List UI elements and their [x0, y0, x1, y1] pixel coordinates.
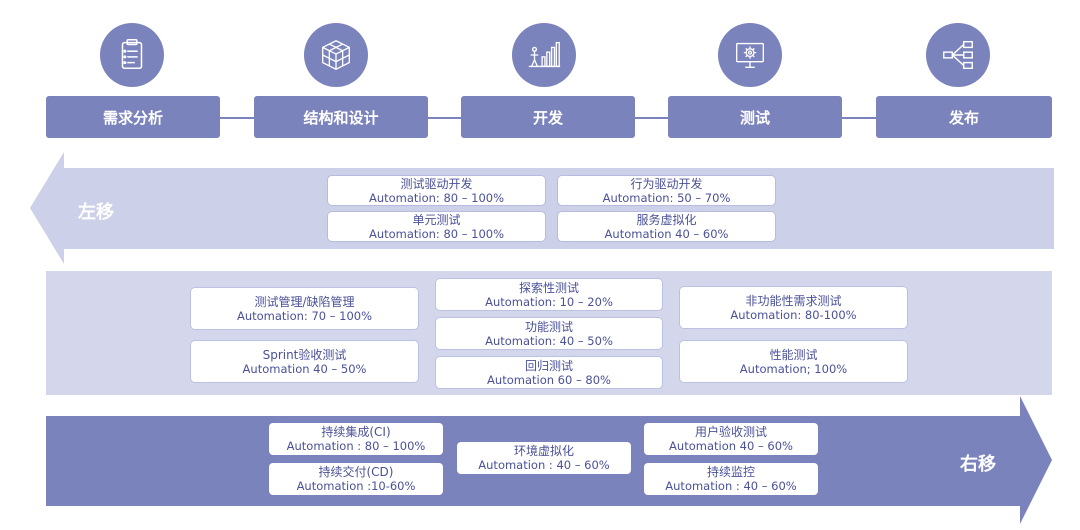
- right-card-uat: 用户验收测试 Automation 40 – 60%: [644, 423, 818, 455]
- mid-card-performance: 性能测试 Automation; 100%: [680, 341, 907, 382]
- card-automation: Automation; 100%: [739, 361, 848, 376]
- card-title: 探索性测试: [518, 280, 579, 295]
- growth-chart-icon: [528, 41, 561, 68]
- card-automation: Automation 40 – 60%: [604, 226, 729, 241]
- card-automation: Automation: 10 – 20%: [485, 294, 613, 309]
- phase-box-5: 发布: [876, 96, 1052, 138]
- card-automation: Automation : 40 – 60%: [478, 458, 610, 472]
- card-automation: Automation 40 – 60%: [669, 439, 793, 453]
- card-title: 持续集成(CI): [321, 425, 391, 439]
- card-title: 测试管理/缺陷管理: [254, 294, 355, 309]
- phase-icon-design: [304, 23, 368, 87]
- shift-left-card-service-virt: 服务虚拟化 Automation 40 – 60%: [558, 212, 775, 241]
- card-automation: Automation: 40 – 50%: [485, 333, 613, 348]
- card-title: Sprint验收测试: [262, 347, 347, 362]
- phase-label: 需求分析: [102, 108, 163, 127]
- phase-label: 发布: [948, 108, 979, 127]
- card-title: 单元测试: [412, 212, 461, 227]
- cube-icon: [322, 40, 350, 70]
- card-automation: Automation 60 – 80%: [487, 372, 611, 387]
- shift-left-card-bdd: 行为驱动开发 Automation: 50 – 70%: [558, 176, 775, 205]
- card-title: 测试驱动开发: [400, 176, 473, 191]
- clipboard-icon: [121, 39, 143, 70]
- mid-card-sprint: Sprint验收测试 Automation 40 – 50%: [191, 341, 418, 382]
- right-card-cd: 持续交付(CD) Automation :10-60%: [269, 463, 443, 495]
- card-title: 行为驱动开发: [630, 176, 703, 191]
- card-title: 用户验收测试: [694, 425, 767, 439]
- mid-card-regression: 回归测试 Automation 60 – 80%: [436, 357, 662, 388]
- card-automation: Automation: 80-100%: [730, 307, 857, 322]
- mid-card-test-mgmt: 测试管理/缺陷管理 Automation: 70 – 100%: [191, 288, 418, 329]
- right-card-monitoring: 持续监控 Automation : 40 – 60%: [644, 463, 818, 495]
- card-automation: Automation: 80 – 100%: [368, 190, 505, 205]
- mid-card-functional: 功能测试 Automation: 40 – 50%: [436, 318, 662, 349]
- shift-left-card-tdd: 测试驱动开发 Automation: 80 – 100%: [328, 176, 545, 205]
- mid-card-exploratory: 探索性测试 Automation: 10 – 20%: [436, 279, 662, 310]
- card-automation: Automation : 80 – 100%: [286, 439, 426, 453]
- phase-label: 结构和设计: [303, 108, 379, 127]
- card-title: 服务虚拟化: [636, 212, 697, 227]
- card-automation: Automation: 80 – 100%: [368, 226, 505, 241]
- phase-icon-testing: [718, 23, 782, 87]
- mid-card-nonfunctional: 非功能性需求测试 Automation: 80-100%: [680, 287, 907, 328]
- shift-left-card-unit: 单元测试 Automation: 80 – 100%: [328, 212, 545, 241]
- share-network-icon: [943, 40, 973, 70]
- card-title: 环境虚拟化: [513, 444, 574, 458]
- card-title: 功能测试: [524, 319, 573, 334]
- card-automation: Automation: 70 – 100%: [236, 308, 373, 323]
- phase-icon-development: [512, 23, 576, 87]
- phase-box-4: 测试: [668, 96, 842, 138]
- card-title: 持续监控: [706, 465, 755, 479]
- shift-left-label: 左移: [78, 202, 114, 223]
- card-automation: Automation 40 – 50%: [242, 361, 367, 376]
- phase-box-2: 结构和设计: [254, 96, 428, 138]
- gear-monitor-icon: [736, 42, 764, 69]
- phase-box-3: 开发: [461, 96, 635, 138]
- phase-icon-requirements: [100, 23, 164, 87]
- shift-left-arrow: [30, 152, 1054, 264]
- right-card-env-virt: 环境虚拟化 Automation : 40 – 60%: [457, 442, 631, 474]
- phase-label: 开发: [532, 108, 563, 127]
- card-automation: Automation :10-60%: [296, 479, 416, 493]
- card-automation: Automation: 50 – 70%: [602, 190, 731, 205]
- phase-box-1: 需求分析: [46, 96, 220, 138]
- phase-label: 测试: [739, 108, 770, 127]
- card-title: 性能测试: [769, 347, 818, 362]
- card-title: 持续交付(CD): [318, 465, 394, 479]
- card-title: 回归测试: [524, 358, 573, 373]
- phase-icon-release: [926, 23, 990, 87]
- card-automation: Automation : 40 – 60%: [665, 479, 797, 493]
- right-card-ci: 持续集成(CI) Automation : 80 – 100%: [269, 423, 443, 455]
- shift-right-label: 右移: [960, 454, 996, 475]
- card-title: 非功能性需求测试: [745, 293, 842, 308]
